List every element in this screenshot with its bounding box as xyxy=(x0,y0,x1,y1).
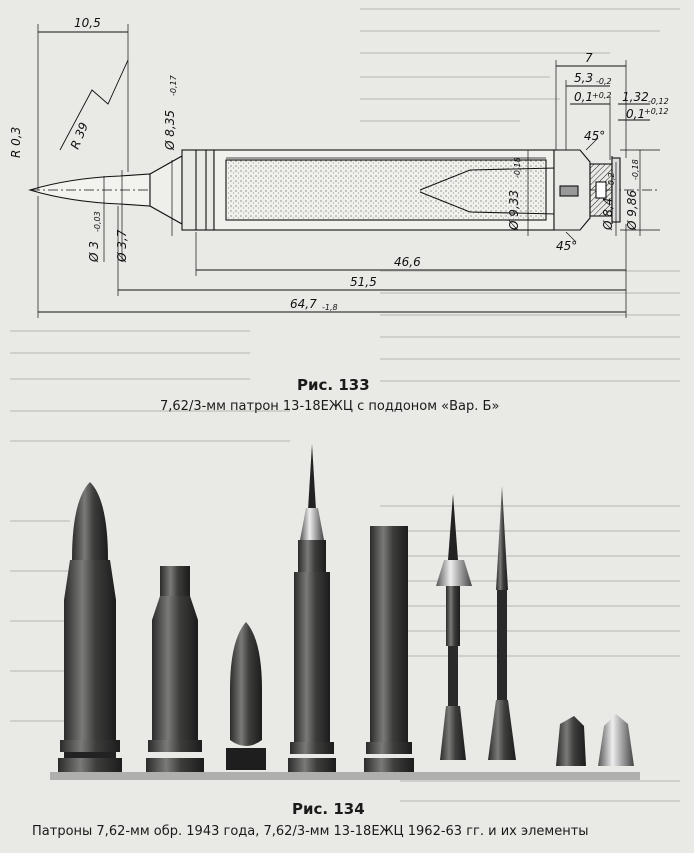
empty-case-1943 xyxy=(146,566,204,772)
dim-d9-86-tol: -0,18 xyxy=(631,159,640,180)
subcaliber-arrow-with-sabot xyxy=(436,494,472,760)
dim-d9-33: Ø 9,33 xyxy=(507,190,521,231)
dim-46-6: 46,6 xyxy=(394,255,421,269)
figure-134-caption: Патроны 7,62-мм обр. 1943 года, 7,62/3-м… xyxy=(32,824,589,839)
dim-d8-35: Ø 8,35 xyxy=(163,110,177,151)
angle-45-top: 45° xyxy=(584,129,605,143)
dim-5-3: 5,3 xyxy=(574,71,593,85)
figure-134-title: Рис. 134 xyxy=(292,800,365,818)
dim-d9-33-tol: -0,18 xyxy=(513,157,522,178)
figure-133-title: Рис. 133 xyxy=(297,376,370,394)
dim-7: 7 xyxy=(585,51,593,65)
dim-64-7-tol: -1,8 xyxy=(322,303,338,312)
sabot-light xyxy=(598,714,634,766)
figure-133-caption: 7,62/3-мм патрон 13-18ЕЖЦ с поддоном «Ва… xyxy=(160,399,500,414)
case-13-18 xyxy=(364,526,414,772)
angle-45-bottom: 45° xyxy=(556,239,577,253)
sabot-dark xyxy=(556,716,586,766)
cartridge-1943 xyxy=(58,482,122,772)
cartridge-13-18 xyxy=(288,444,336,772)
dim-0-1b-tol: +0,12 xyxy=(644,107,669,116)
dim-1-32-tol: -0,12 xyxy=(648,97,669,106)
dim-d8-4-tol: -0,2 xyxy=(607,172,616,188)
dim-5-3-tol: -0,2 xyxy=(596,77,612,86)
dim-d3-tol: -0,03 xyxy=(93,211,102,232)
dim-1-32: 1,32 xyxy=(622,90,649,104)
subcaliber-arrow xyxy=(488,486,516,760)
dim-10-5: 10,5 xyxy=(74,16,101,30)
dim-64-7: 64,7 xyxy=(290,297,317,311)
dim-r0-3: R 0,3 xyxy=(9,127,23,158)
dim-51-5: 51,5 xyxy=(350,275,377,289)
dim-d8-35-tol: -0,17 xyxy=(169,74,178,96)
dim-0-1a: 0,1 xyxy=(574,90,593,104)
dim-d9-86: Ø 9,86 xyxy=(625,190,639,231)
dim-d3: Ø 3 xyxy=(87,241,101,263)
dim-d8-4: Ø 8,4 xyxy=(601,198,615,231)
dim-0-1a-tol: +0,2 xyxy=(592,91,611,100)
dim-0-1b: 0,1 xyxy=(626,107,645,121)
bullet-1943 xyxy=(226,622,266,770)
dim-d3-7: Ø 3,7 xyxy=(115,229,129,263)
